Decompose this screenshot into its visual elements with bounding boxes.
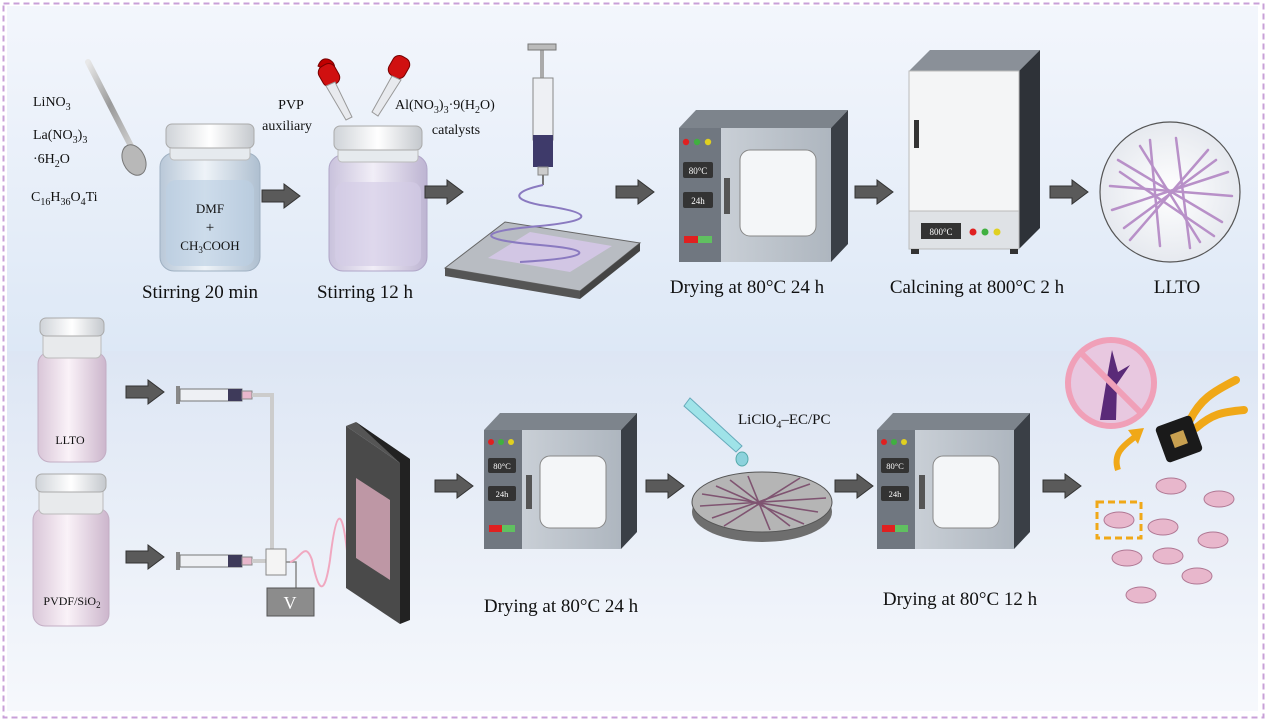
svg-text:Al(NO3)3·9(H2O): Al(NO3)3·9(H2O)	[395, 98, 495, 116]
no-dendrite-icon	[1065, 337, 1157, 429]
drying-oven-2: 80°C 24h	[484, 413, 637, 549]
caption-drying-1: Drying at 80°C 24 h	[670, 277, 825, 298]
llto-fibers-icon	[1099, 121, 1241, 263]
bottle-dmf: DMF + CH3COOH	[159, 123, 261, 272]
svg-text:catalysts: catalysts	[432, 123, 480, 138]
bottle-pvdf: PVDF/SiO2	[32, 473, 110, 627]
bottle-dmf-line3: CH3COOH	[180, 238, 239, 255]
dropper-right-icon	[371, 55, 411, 117]
dropper-left-label: PVP auxiliary	[262, 98, 312, 134]
punch-tool-icon	[1155, 376, 1248, 463]
svg-text:C16H36O4Ti: C16H36O4Ti	[31, 190, 98, 208]
svg-text:auxiliary: auxiliary	[262, 119, 312, 134]
dropper-left-icon	[317, 58, 353, 121]
spoon-icon	[85, 59, 147, 176]
electrolyte-label: LiClO4–EC/PC	[738, 412, 831, 431]
spinneret	[265, 548, 287, 576]
caption-drying-2: Drying at 80°C 24 h	[484, 596, 639, 617]
row2-captions: Drying at 80°C 24 h Drying at 80°C 12 h	[484, 589, 1038, 617]
row1-captions: Stirring 20 min Stirring 12 h Drying at …	[142, 277, 1200, 303]
pipette-icon	[683, 397, 749, 467]
svg-text:·6H2O: ·6H2O	[33, 152, 70, 170]
caption-calcining: Calcining at 800°C 2 h	[890, 277, 1065, 298]
bottle-stirring	[328, 125, 428, 272]
caption-stirring-20: Stirring 20 min	[142, 282, 259, 303]
syringe-bottom-icon	[176, 552, 268, 570]
syringe-top-icon	[176, 386, 274, 550]
drying-oven-1: 80°C 24h	[679, 110, 848, 262]
caption-llto: LLTO	[1154, 277, 1200, 298]
bottle-llto-label: LLTO	[55, 433, 85, 447]
bottle-pvdf-label: PVDF/SiO2	[43, 594, 100, 610]
collector-plate	[443, 184, 642, 299]
caption-drying-3: Drying at 80°C 12 h	[883, 589, 1038, 610]
voltage-label: V	[284, 593, 297, 613]
caption-stirring-12: Stirring 12 h	[317, 282, 414, 303]
reagents-list: LiNO3 La(NO3)3 ·6H2O C16H36O4Ti	[31, 95, 98, 208]
svg-text:La(NO3)3: La(NO3)3	[33, 128, 87, 146]
dropper-right-label: Al(NO3)3·9(H2O) catalysts	[395, 98, 495, 138]
svg-text:LiNO3: LiNO3	[33, 95, 71, 113]
oven1-time: 24h	[691, 196, 705, 206]
bottle-llto: LLTO	[37, 317, 107, 463]
oven2-time: 24h	[496, 489, 510, 499]
drying-oven-3: 80°C 24h	[877, 413, 1030, 549]
membrane-disc	[691, 471, 833, 542]
calcining-furnace: 800°C	[908, 50, 1040, 254]
furnace-display: 800°C	[929, 227, 952, 237]
oven3-temp: 80°C	[886, 461, 904, 471]
membrane-discs	[1095, 477, 1235, 604]
oven3-time: 24h	[889, 489, 903, 499]
oven2-temp: 80°C	[493, 461, 511, 471]
selected-disc-frame	[1095, 500, 1143, 540]
voltage-box	[266, 587, 315, 617]
syringe-icon	[527, 43, 557, 185]
svg-text:PVP: PVP	[278, 98, 304, 113]
collector-board	[346, 422, 410, 624]
bottle-dmf-line1: DMF	[196, 201, 224, 216]
oven1-temp: 80°C	[689, 166, 708, 176]
bottle-dmf-line2: +	[206, 220, 214, 236]
